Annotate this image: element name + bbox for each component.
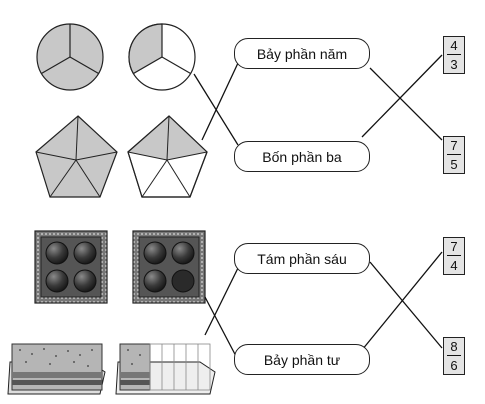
fraction-denominator: 5 — [450, 157, 458, 173]
fraction-bar — [447, 153, 461, 156]
block-tray-full[interactable] — [7, 343, 106, 395]
fraction-numerator: 4 — [450, 37, 458, 53]
fraction-numerator: 8 — [450, 338, 458, 354]
label-text: Bốn phần ba — [262, 148, 342, 165]
circle-one-third[interactable] — [128, 23, 196, 91]
label-text: Tám phần sáu — [257, 250, 347, 267]
pentagon-two-fifths[interactable] — [127, 115, 208, 198]
label-bon-phan-ba[interactable]: Bốn phần ba — [234, 141, 370, 172]
fraction-box-8-6[interactable]: 8 6 — [443, 337, 465, 375]
label-bay-phan-tu[interactable]: Bảy phần tư — [234, 344, 370, 375]
ball-box-four[interactable] — [34, 230, 108, 304]
circle-three-thirds[interactable] — [36, 23, 104, 91]
fraction-numerator: 7 — [450, 238, 458, 254]
fraction-denominator: 6 — [450, 358, 458, 374]
fraction-bar — [447, 53, 461, 56]
label-text: Bảy phần tư — [263, 351, 341, 368]
fraction-bar — [447, 254, 461, 257]
label-text: Bảy phần năm — [256, 45, 348, 62]
ball-box-three[interactable] — [132, 230, 206, 304]
pentagon-five-fifths[interactable] — [35, 115, 118, 198]
fraction-denominator: 4 — [450, 258, 458, 274]
block-tray-partial[interactable] — [115, 343, 216, 395]
connection-lines — [193, 54, 443, 361]
label-bay-phan-nam[interactable]: Bảy phần năm — [234, 38, 370, 69]
fraction-box-7-5[interactable]: 7 5 — [443, 136, 465, 174]
fraction-box-7-4[interactable]: 7 4 — [443, 237, 465, 275]
fraction-denominator: 3 — [450, 57, 458, 73]
fraction-numerator: 7 — [450, 137, 458, 153]
fraction-box-4-3[interactable]: 4 3 — [443, 36, 465, 74]
label-tam-phan-sau[interactable]: Tám phần sáu — [234, 243, 370, 274]
fraction-bar — [447, 354, 461, 357]
